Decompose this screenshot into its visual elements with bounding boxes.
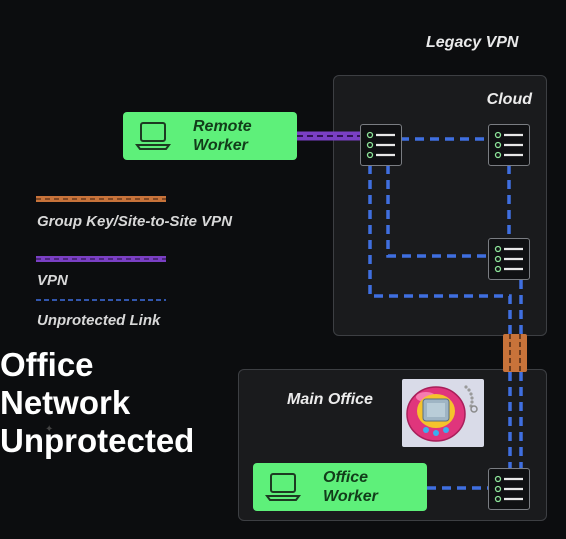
cloud-zone: Cloud [333, 75, 547, 336]
legend-label-unprotected: Unprotected Link [37, 312, 161, 329]
legend-label-vpn: VPN [37, 272, 68, 289]
legend-label-group-key: Group Key/Site-to-Site VPN [37, 213, 233, 230]
diagram-title: Legacy VPN [426, 34, 519, 51]
remote-worker-label: Remote Worker [193, 118, 252, 154]
remote-worker-node: Remote Worker [123, 112, 297, 160]
overlay-caption: Office Network Unprotected [0, 346, 195, 459]
cloud-zone-label: Cloud [486, 91, 532, 108]
link-srv1-exit [368, 165, 512, 336]
sparkle-icon: ✦ [45, 424, 54, 435]
unprotected-links [368, 137, 523, 490]
server-icon [488, 238, 530, 280]
link-srv1-srv3 [386, 165, 488, 258]
main-office-zone-label: Main Office [287, 391, 373, 408]
laptop-icon [135, 122, 171, 150]
server-icon [488, 468, 530, 510]
server-icon [360, 124, 402, 166]
office-worker-node: Office Worker [253, 463, 427, 511]
virtual-pet-toy-icon [402, 379, 484, 447]
server-icon [488, 124, 530, 166]
laptop-icon [265, 473, 301, 501]
site-to-site-link [503, 334, 527, 372]
office-worker-label: Office Worker [323, 469, 378, 505]
